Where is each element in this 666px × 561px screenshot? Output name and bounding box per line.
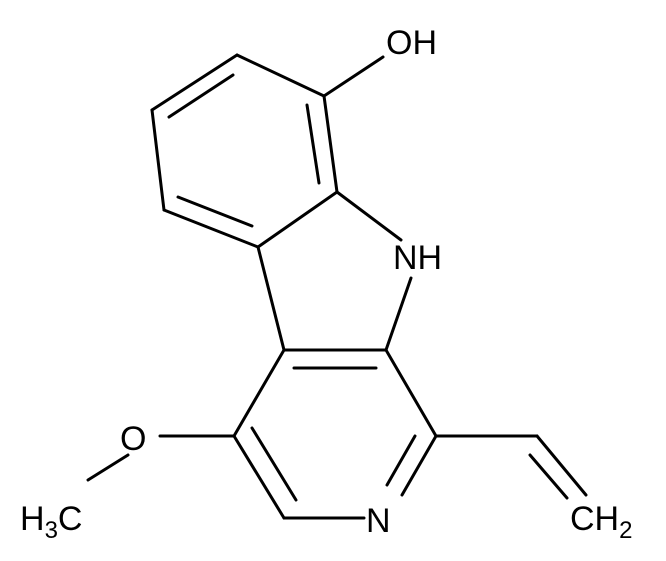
- bond-c10-c5a: [235, 53, 326, 98]
- vinyl-subscript: 2: [619, 517, 632, 544]
- bond-c4-c4b: [232, 348, 286, 438]
- hydroxyl-label: OH: [386, 24, 437, 62]
- bond-c9-c10: [322, 94, 339, 194]
- svg-text:H3C: H3C: [20, 500, 82, 544]
- bond-c1-n2-inner: [385, 434, 417, 487]
- svg-text:CH2: CH2: [570, 500, 632, 544]
- bond-c5a-c6: [150, 53, 239, 112]
- methyl-subscript: 3: [45, 517, 58, 544]
- methoxy-o-label: O: [120, 420, 146, 458]
- indole-nh-label: NH: [393, 239, 442, 277]
- bond-c7-c8-inner: [176, 195, 254, 228]
- bond-c9-n: [335, 190, 403, 242]
- methyl-c: C: [58, 500, 83, 538]
- bond-c5a-c6-inner: [167, 73, 235, 119]
- bond-c8-c4b: [256, 245, 286, 352]
- vinyl-ch2-label: CH2: [570, 500, 632, 544]
- bond-c8-c9: [256, 190, 339, 249]
- bond-c6-c7: [150, 108, 166, 212]
- pyridine-ring: [232, 348, 438, 520]
- bond-n-c9a: [384, 276, 413, 352]
- methyl-label: H3C: [20, 500, 82, 544]
- bond-c9a-c1: [384, 348, 438, 438]
- benzene-ring: [150, 53, 339, 249]
- bond-c7-c8: [162, 208, 260, 249]
- pyrrole-ring: [256, 190, 413, 352]
- bond-c1-n2: [400, 434, 438, 497]
- vinyl-ch: CH: [570, 500, 619, 538]
- methyl-h: H: [20, 500, 45, 538]
- bond-c9-c10-inner: [305, 103, 321, 185]
- bond-c-oh: [322, 55, 385, 98]
- bond-vinyl-double-inner: [528, 453, 569, 500]
- bond-vinyl-double: [535, 434, 588, 497]
- pyridine-n-label: N: [366, 502, 391, 540]
- bond-o-ch3: [86, 453, 130, 482]
- bond-c3-c4: [232, 434, 286, 520]
- bond-c3-c4-inner: [250, 426, 298, 502]
